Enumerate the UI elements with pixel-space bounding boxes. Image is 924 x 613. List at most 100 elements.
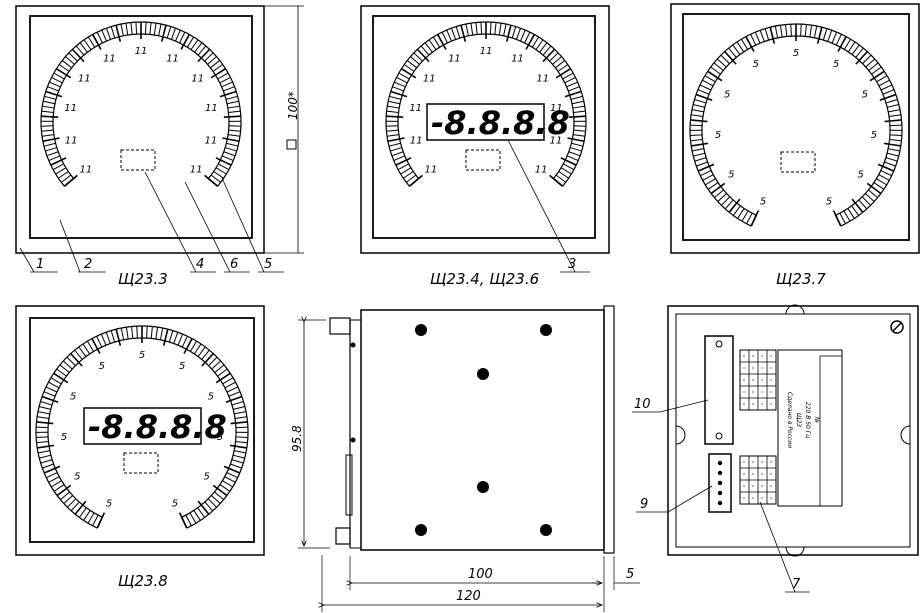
scale-tick — [535, 39, 544, 50]
scale-tick — [96, 336, 103, 348]
scale-tick — [400, 68, 417, 79]
scale-tick — [710, 182, 726, 195]
scale-tick — [878, 174, 890, 181]
scale-tick — [228, 110, 241, 113]
scale-tick — [204, 501, 214, 512]
scale-tick — [135, 22, 138, 35]
scale-tick — [204, 52, 214, 62]
scale-tick — [779, 25, 783, 38]
scale-tick — [228, 129, 241, 132]
nameplate-line: Сделано в России — [786, 392, 793, 448]
scale-tick — [446, 29, 452, 42]
scale-tick — [66, 356, 76, 366]
scale-label: 5 — [99, 361, 105, 372]
scale-tick — [728, 198, 741, 213]
scale-tick — [862, 54, 872, 64]
scale-tick — [395, 157, 412, 166]
scale-tick — [843, 210, 851, 222]
scale-tick — [65, 56, 75, 65]
scale-label: 11 — [511, 53, 524, 64]
scale-label: 11 — [205, 103, 218, 114]
scale-tick — [470, 23, 474, 36]
scale-tick — [42, 137, 60, 143]
scale-tick — [39, 454, 52, 459]
scale-tick — [390, 90, 408, 98]
scale-tick — [879, 93, 897, 101]
scale-tick — [37, 411, 50, 415]
scale-tick — [225, 147, 237, 152]
scale-arc — [701, 35, 891, 216]
terminal-grid-lower — [739, 455, 777, 505]
scale-tick — [181, 336, 188, 348]
scale-tick — [692, 104, 705, 108]
scale-tick — [234, 416, 247, 419]
callout-9: 9 — [640, 497, 648, 512]
scale-tick — [63, 495, 73, 504]
scale-tick — [91, 34, 102, 50]
scale-tick — [388, 142, 401, 147]
scale-tick — [47, 86, 59, 92]
scale-label: 11 — [78, 74, 91, 85]
scale-tick — [552, 56, 562, 65]
scale-tick — [573, 125, 586, 127]
scale-tick — [865, 193, 875, 202]
scale-tick — [193, 510, 201, 521]
scale-tick — [87, 36, 96, 48]
scale-tick — [525, 34, 536, 50]
dimension-height: 95.8 — [290, 425, 304, 452]
scale-tick — [208, 356, 218, 366]
scale-tick — [46, 151, 59, 157]
scale-tick — [888, 114, 901, 117]
connector-pin — [717, 490, 723, 496]
scale-tick — [697, 163, 715, 172]
scale-tick — [571, 100, 584, 105]
scale-tick — [197, 346, 206, 357]
scale-tick — [866, 182, 882, 195]
scale-label: 5 — [753, 59, 759, 70]
scale-tick — [41, 125, 54, 127]
callout-2: 2 — [84, 257, 92, 272]
scale-tick — [868, 189, 878, 199]
scale-tick — [699, 84, 712, 91]
scale-tick — [197, 48, 211, 63]
scale-tick — [696, 161, 708, 167]
scale-tick — [847, 208, 855, 219]
scale-tick — [91, 338, 101, 354]
scale-tick — [50, 157, 67, 166]
scale-tick — [416, 48, 430, 63]
scale-tick — [74, 349, 83, 360]
scale-tick — [809, 25, 813, 38]
frame-size-label: 100* — [286, 91, 300, 120]
scale-label: 5 — [862, 89, 868, 100]
scale-label: 5 — [106, 499, 112, 510]
scale-tick — [235, 426, 248, 429]
callout-4: 4 — [196, 257, 204, 272]
scale-tick — [873, 182, 885, 190]
scale-label: 11 — [549, 135, 562, 146]
scale-tick — [441, 31, 448, 44]
scale-tick — [560, 167, 572, 175]
scale-tick — [694, 99, 707, 104]
scale-tick — [71, 48, 85, 63]
scale-tick — [150, 326, 153, 339]
scale-tick — [146, 326, 148, 339]
scale-tick — [887, 104, 900, 108]
scale-tick — [48, 155, 60, 161]
scale-tick — [555, 60, 566, 69]
scale-tick — [160, 24, 167, 42]
scale-tick — [475, 22, 478, 35]
callout-5: 5 — [264, 257, 272, 272]
scale-label: 5 — [833, 59, 839, 70]
callout-3: 3 — [568, 257, 576, 272]
scale-tick — [224, 476, 236, 483]
scale-tick — [43, 142, 56, 147]
scale-tick — [428, 39, 437, 50]
scale-tick — [228, 125, 241, 127]
callout-1: 1 — [36, 257, 44, 272]
scale-tick — [194, 42, 203, 53]
scale-tick — [125, 23, 129, 36]
